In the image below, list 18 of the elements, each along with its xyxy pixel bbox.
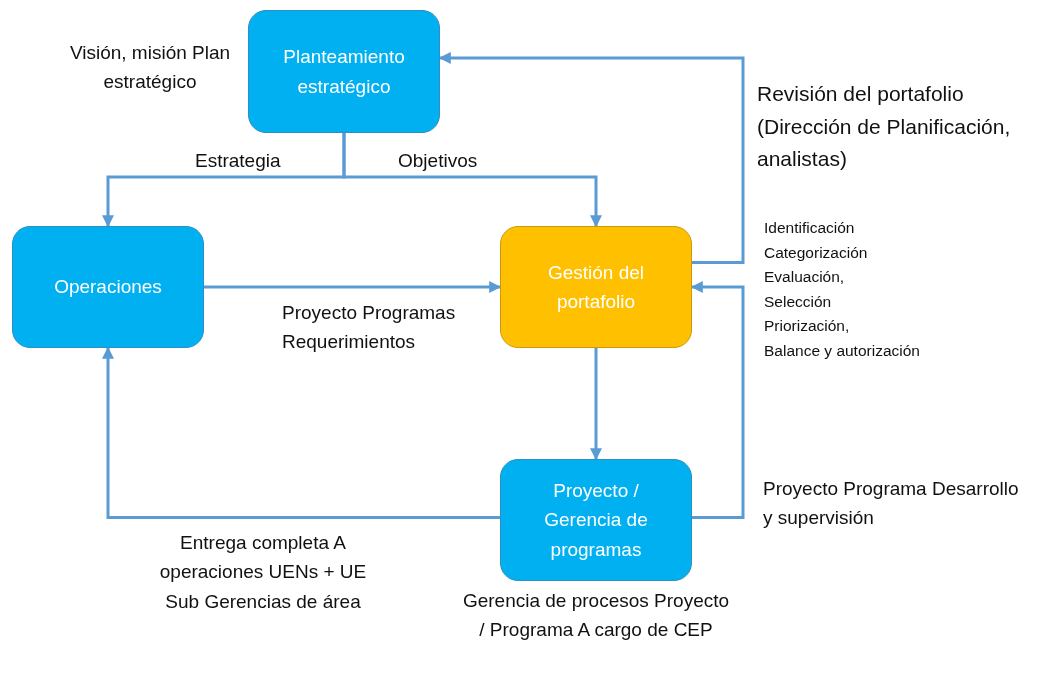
step-label: Priorización, <box>764 316 850 336</box>
step-label: Evaluación, <box>764 267 845 287</box>
arrow <box>590 348 602 461</box>
portfolio-box: Gestión del portafolio <box>500 226 692 348</box>
node-caption: Visión, misión Plan estratégico <box>68 41 232 95</box>
node-caption: Gerencia de procesos Proyecto / Programa A cargo de CEP <box>462 589 730 643</box>
operations-box: Operaciones <box>12 226 204 348</box>
step-label: Selección <box>764 291 832 312</box>
program-box: Proyecto / Gerencia de programas <box>500 459 692 581</box>
step-label: Categorización <box>764 242 868 263</box>
step-label: Identificación <box>764 218 855 238</box>
arrow <box>438 51 745 265</box>
step-label: Balance y autorización <box>764 340 920 361</box>
arrow <box>342 133 602 228</box>
arrow <box>102 346 500 520</box>
arrow <box>690 281 745 520</box>
strategy-box: Planteamiento estratégico <box>248 10 440 133</box>
arrow <box>204 281 502 293</box>
